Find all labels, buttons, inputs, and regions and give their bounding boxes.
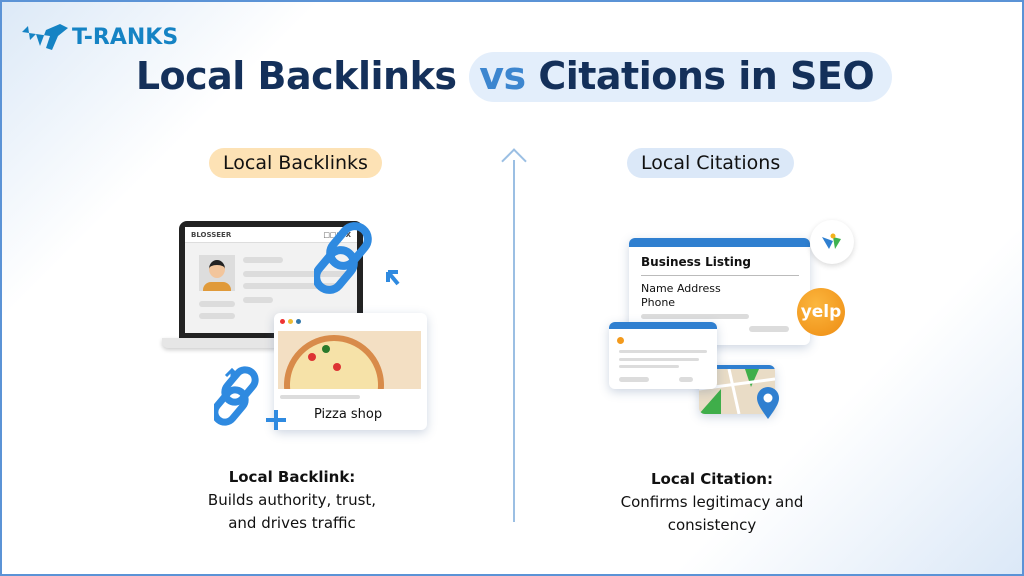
yelp-logo: yelp [797,288,845,336]
page-title: Local Backlinks vs Citations in SEO [2,52,1024,102]
caption-line: consistency [667,516,757,534]
blog-name: BLOSSEER [191,230,232,239]
shark-logo-icon [22,24,68,50]
backlink-caption: Local Backlink: Builds authority, trust,… [162,466,422,535]
caption-line: Confirms legitimacy and [620,493,804,511]
listing-title: Business Listing [641,255,751,269]
listing-line: Name Address [641,282,721,295]
laptop-base [162,338,380,348]
pizza-image [278,331,421,389]
location-pin-icon [757,387,779,419]
local-backlinks-pill: Local Backlinks [209,148,382,178]
chain-link-icon [314,222,400,294]
title-highlight: vs Citations in SEO [469,52,893,102]
caption-title: Local Backlink: [228,468,356,486]
chain-link-plus-icon [214,366,286,430]
title-part3: Citations in SEO [538,54,875,98]
citation-card [609,322,717,389]
local-citations-pill: Local Citations [627,148,795,178]
site-label: Pizza shop [314,407,383,422]
divider-line [513,160,515,522]
brand-logo: T-RANKS [20,20,178,54]
caption-line: and drives traffic [228,514,356,532]
caption-line: Builds authority, trust, [207,491,377,509]
business-listing-card: Business Listing Name Address Phone [629,238,810,345]
caption-title: Local Citation: [651,470,773,488]
title-vs: vs [479,54,526,98]
avatar-icon [199,255,235,291]
arrow-up-icon [501,148,527,174]
listing-line: Phone [641,296,676,309]
directory-logo-icon [810,220,854,264]
title-part1: Local Backlinks [135,54,457,98]
pizza-shop-website: Pizza shop [274,313,427,430]
brand-name: T-RANKS [72,24,179,50]
citation-caption: Local Citation: Confirms legitimacy and … [582,468,842,537]
